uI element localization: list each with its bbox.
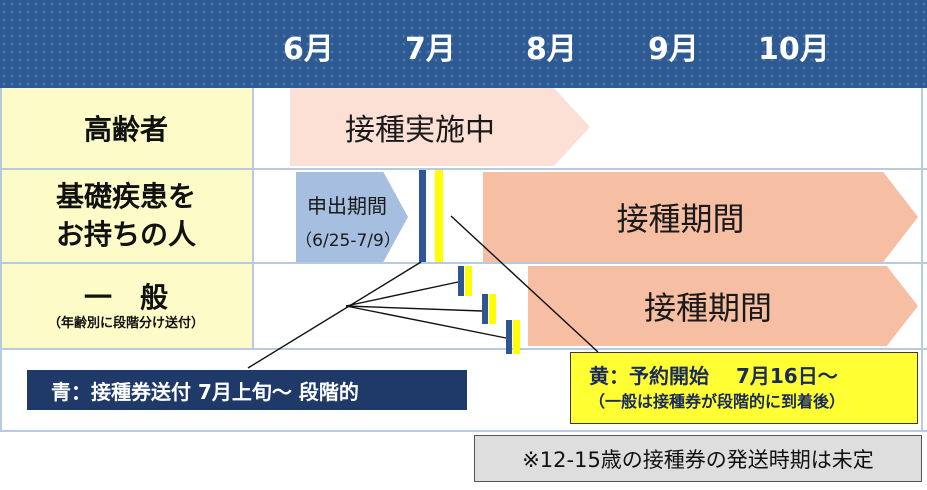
grid-line [252,88,254,348]
yellow-marker [489,294,496,324]
blue-marker [506,320,512,354]
month-september: 9月 [648,32,699,67]
blue-marker [458,266,464,296]
arrow-label: 接種実施中 [345,113,495,148]
blue-callout-text: 青：接種券送付 7月上旬～ 段階的 [51,379,359,404]
connector-line [345,305,507,339]
row-label-text: 一 般 [83,281,168,314]
row-sublabel: （年齢別に段階分け送付） [47,316,204,331]
arrow-vaccination-ongoing: 接種実施中 [290,88,590,166]
arrow-vaccination-period-general: 接種期間 [528,266,918,346]
month-october: 10月 [758,32,830,67]
arrow-label: 接種期間 [616,200,745,238]
timeline-header [0,0,927,88]
row-label-general: 一 般 （年齢別に段階分け送付） [0,264,252,348]
arrow-label: 接種期間 [643,289,772,327]
grid-line [921,88,923,430]
yellow-marker [435,170,443,262]
grid-line [0,88,2,430]
grid-line [0,168,927,170]
note-box: ※12-15歳の接種券の発送時期は未定 [474,435,922,482]
row-label-elderly: 高齢者 [0,88,252,168]
row-label-text: 高齢者 [83,113,168,146]
grid-line [0,430,927,432]
connector-line [345,281,459,307]
blue-marker [419,170,426,262]
grid-line [0,348,927,350]
connector-line [450,215,599,353]
note-text: ※12-15歳の接種券の発送時期は未定 [522,447,874,472]
application-title: 申出期間 [307,194,387,218]
arrow-application-period [296,172,408,262]
connector-line [345,305,483,312]
yellow-callout: 黄：予約開始 7月16日～ （一般は接種券が段階的に到着後） [570,352,918,424]
month-august: 8月 [526,32,577,67]
yellow-marker [513,320,520,354]
row-label-text: お持ちの人 [55,218,196,251]
yellow-marker [465,266,472,296]
blue-callout: 青：接種券送付 7月上旬～ 段階的 [27,370,467,410]
application-dates: （6/25-7/9） [295,231,401,251]
yellow-callout-line2: （一般は接種券が段階的に到着後） [589,392,846,411]
blue-marker [482,294,488,324]
month-july: 7月 [405,32,456,67]
connector-line [247,261,422,369]
month-june: 6月 [283,32,334,67]
arrow-vaccination-period: 接種期間 [483,172,918,262]
grid-line [0,262,927,264]
row-label-text: 基礎疾患を [55,180,196,213]
yellow-callout-line1: 黄：予約開始 7月16日～ [589,364,838,388]
row-label-underlying-conditions: 基礎疾患を お持ちの人 [0,170,252,262]
